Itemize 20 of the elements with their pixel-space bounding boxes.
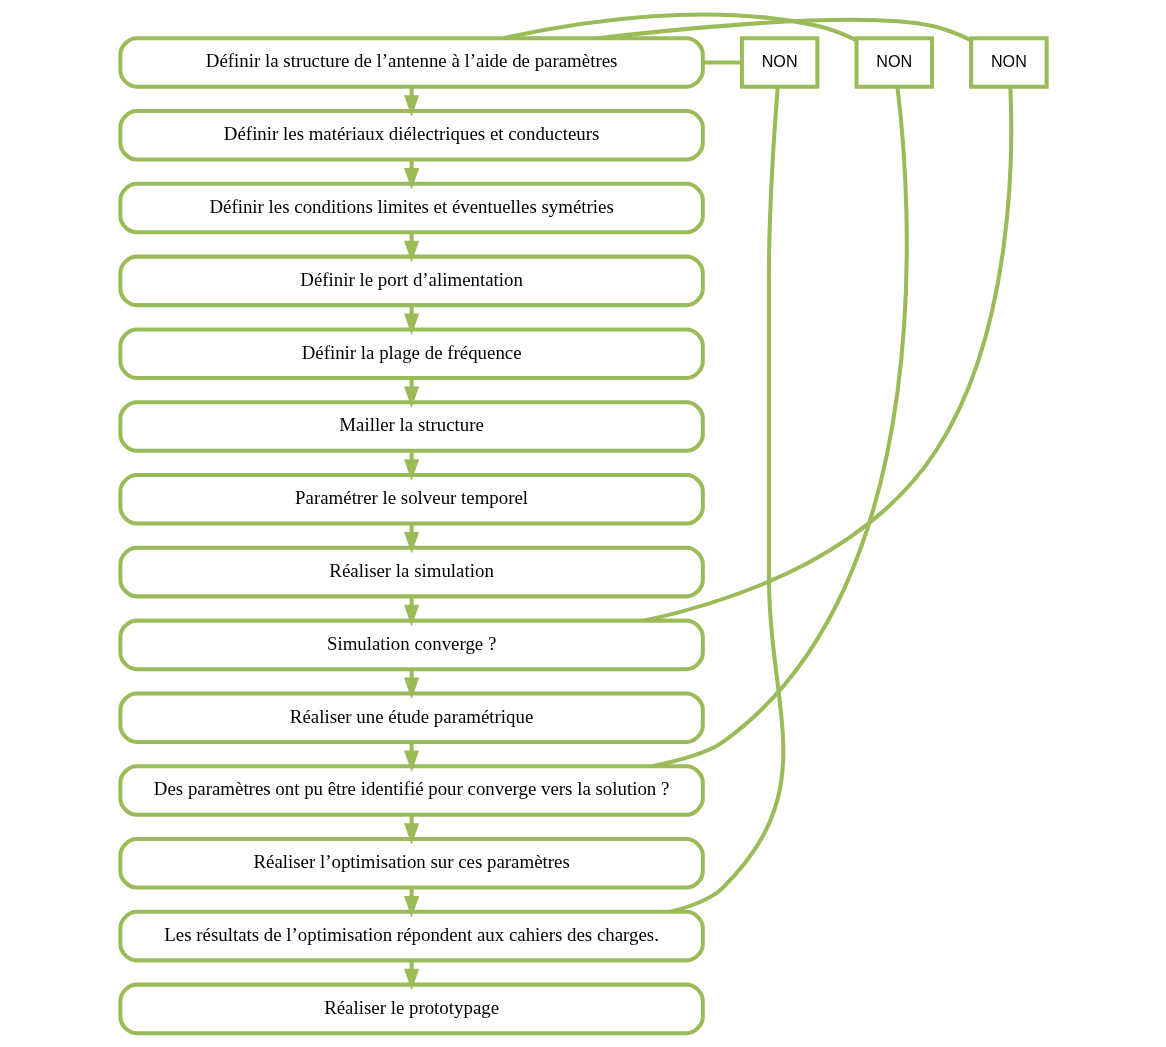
node-box: Mailler la structure xyxy=(117,400,705,453)
node-box: Définir les matériaux diélectriques et conducteurs xyxy=(117,109,705,162)
node-box: Réaliser le prototypage xyxy=(117,982,705,1036)
node-box: Des paramètres ont pu être identifié pour converge vers la solution ? xyxy=(117,764,705,817)
node-box: Définir la structure de l’antenne à l’aide de paramètres xyxy=(117,36,705,89)
node-box: Définir les conditions limites et éventuelles symétries xyxy=(117,181,705,235)
connector xyxy=(702,60,741,65)
node-box: Paramétrer le solveur temporel xyxy=(117,473,705,526)
node-box: NON xyxy=(854,36,934,89)
node-box: Simulation converge ? xyxy=(117,618,705,672)
node-box: NON xyxy=(739,36,819,89)
node-box: Définir le port d’alimentation xyxy=(117,254,705,308)
node-box: Réaliser la simulation xyxy=(117,545,705,599)
node-box: Réaliser l’optimisation sur ces paramètres xyxy=(117,837,705,890)
node-box: Définir la plage de fréquence xyxy=(117,327,705,380)
node-box: Réaliser une étude paramétrique xyxy=(117,691,705,744)
connector xyxy=(596,17,972,43)
node-box: NON xyxy=(968,36,1049,89)
node-box: Les résultats de l’optimisation répondent aux cahiers des charges. xyxy=(117,909,705,963)
connector xyxy=(502,12,857,43)
